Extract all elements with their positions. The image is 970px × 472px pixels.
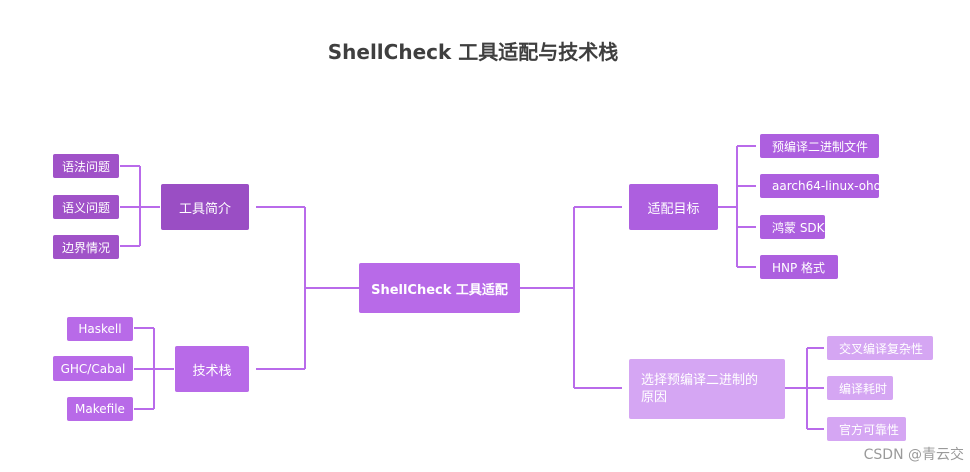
intro-leaf-label: 语法问题 [61,159,110,174]
target-leaf-label: aarch64-linux-ohos [772,179,888,193]
intro-leaf-label: 边界情况 [61,240,110,255]
target-leaf-label: 鸿蒙 SDK [772,220,825,235]
connector-stack-leaves [134,327,174,410]
stack-leaf-label: Makefile [75,402,125,416]
connector-root-left [256,206,359,370]
stack-leaf[interactable]: Haskell [67,317,133,341]
target-leaf-label: HNP 格式 [772,260,826,275]
connector-reason-leaves [785,347,824,430]
reason-node[interactable]: 选择预编译二进制的 原因 [629,359,785,419]
root-node[interactable]: ShellCheck 工具适配 [359,263,520,313]
target-leaf[interactable]: aarch64-linux-ohos [760,174,887,198]
target-leaf-label: 预编译二进制文件 [772,139,869,154]
intro-node[interactable]: 工具简介 [161,184,249,230]
watermark: CSDN @青云交 [863,447,964,463]
stack-leaf-label: GHC/Cabal [60,361,126,376]
target-leaf[interactable]: 预编译二进制文件 [760,134,879,158]
stack-node-label: 技术栈 [192,363,232,379]
page-title: ShellCheck 工具适配与技术栈 [327,40,619,64]
connector-root-right [520,206,622,389]
reason-leaf[interactable]: 交叉编译复杂性 [827,336,933,360]
reason-leaf-label: 官方可靠性 [839,422,900,437]
target-leaf[interactable]: 鸿蒙 SDK [760,215,825,239]
reason-leaf[interactable]: 编译耗时 [827,376,893,400]
intro-leaf-label: 语义问题 [61,200,110,215]
reason-leaf-label: 交叉编译复杂性 [839,341,924,356]
reason-leaf[interactable]: 官方可靠性 [827,417,906,441]
target-node-label: 适配目标 [647,201,700,217]
stack-node[interactable]: 技术栈 [175,346,249,392]
target-leaf[interactable]: HNP 格式 [760,255,838,279]
reason-leaf-label: 编译耗时 [839,381,888,396]
stack-leaf[interactable]: Makefile [67,397,133,421]
intro-node-label: 工具简介 [178,201,231,217]
root-node-label: ShellCheck 工具适配 [371,282,508,298]
stack-leaf-label: Haskell [78,322,122,336]
reason-node-label-line1: 选择预编译二进制的 [641,373,759,388]
intro-leaf[interactable]: 边界情况 [53,235,119,259]
intro-leaf[interactable]: 语义问题 [53,195,119,219]
target-node[interactable]: 适配目标 [629,184,718,230]
connector-intro-leaves [120,165,160,247]
intro-leaf[interactable]: 语法问题 [53,154,119,178]
reason-node-label-line2: 原因 [641,390,668,405]
stack-leaf[interactable]: GHC/Cabal [53,356,133,381]
